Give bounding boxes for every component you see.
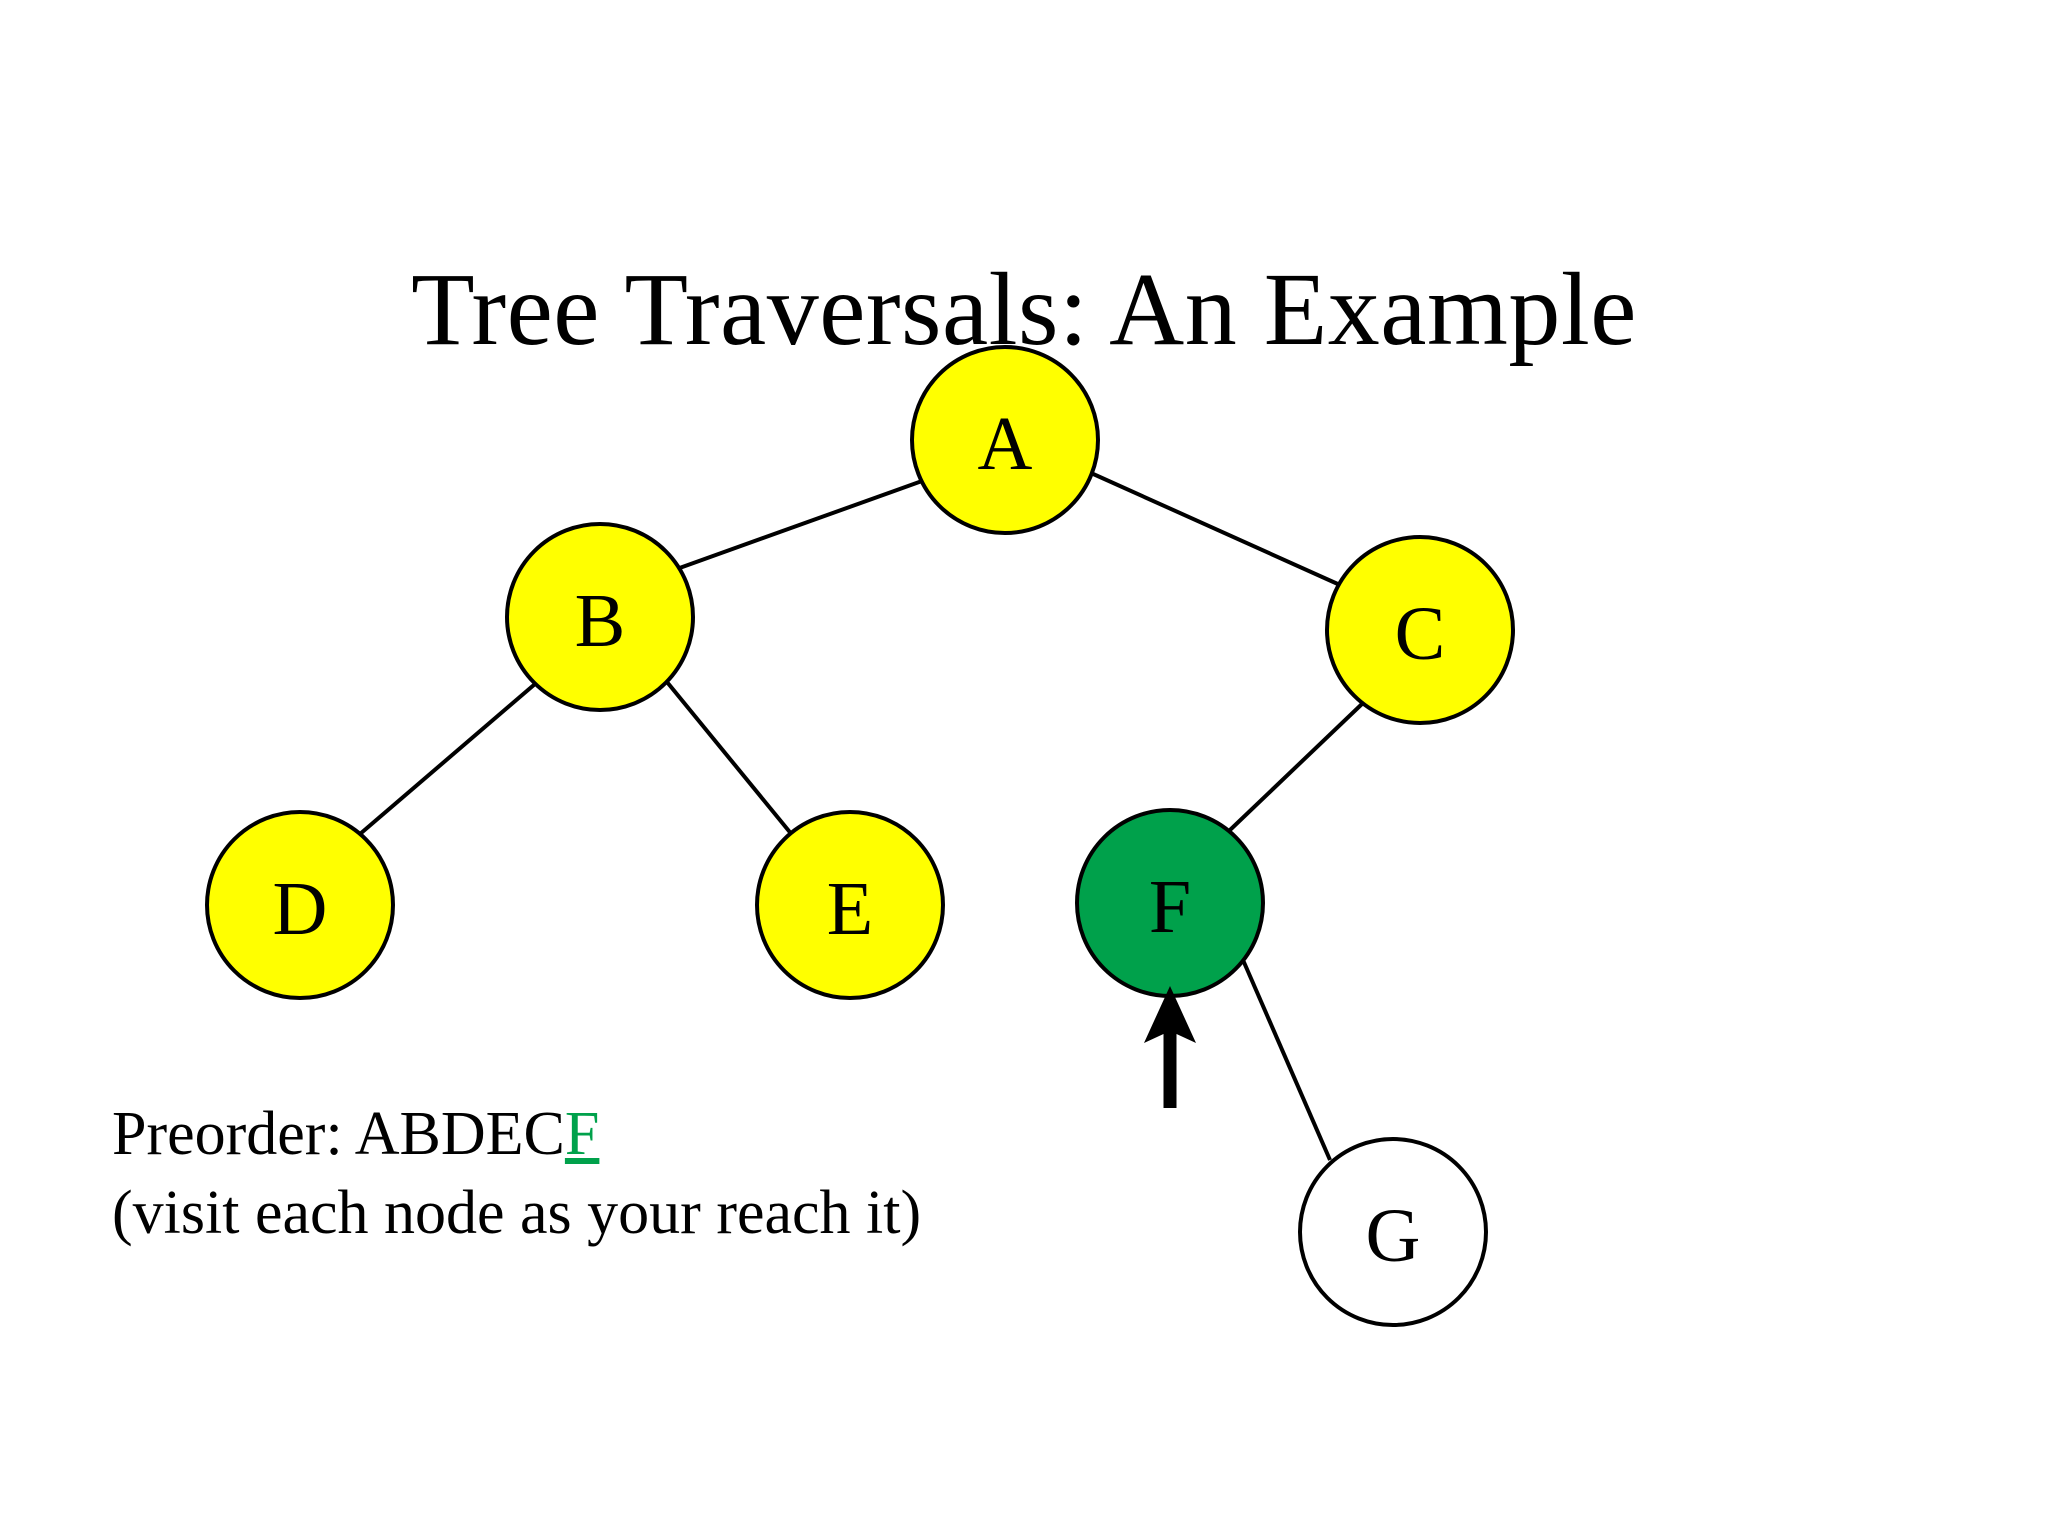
- tree-node-e-label: E: [827, 867, 873, 951]
- tree-node-d[interactable]: D: [205, 810, 395, 1000]
- tree-node-d-label: D: [273, 867, 328, 951]
- tree-node-a-label: A: [978, 402, 1033, 486]
- tree-node-a[interactable]: A: [910, 345, 1100, 535]
- tree-nodes: A B C D E F: [205, 345, 1515, 1327]
- edge-b-d: [358, 682, 537, 836]
- edge-a-c: [1090, 471, 1341, 587]
- tree-node-g-circle[interactable]: [1298, 1137, 1488, 1327]
- arrow-head: [1144, 986, 1196, 1043]
- tree-node-f[interactable]: F: [1075, 808, 1265, 998]
- tree-node-c-circle[interactable]: [1325, 535, 1515, 725]
- tree-node-b-circle[interactable]: [505, 522, 695, 712]
- edge-a-b: [673, 479, 923, 572]
- tree-edges: [358, 471, 1365, 1161]
- tree-node-b[interactable]: B: [505, 522, 695, 712]
- edge-b-e: [665, 680, 795, 838]
- tree-node-d-circle[interactable]: [205, 810, 395, 1000]
- edge-f-g: [1241, 959, 1332, 1161]
- traversal-order-line: Preorder: ABDECF: [112, 1095, 1212, 1174]
- traversal-note-line: (visit each node as your reach it): [112, 1178, 922, 1247]
- current-node-arrow-icon: [1144, 986, 1196, 1108]
- tree-node-b-label: B: [575, 579, 626, 663]
- tree-node-c-label: C: [1395, 592, 1446, 676]
- tree-node-c[interactable]: C: [1325, 535, 1515, 725]
- tree-node-g[interactable]: G: [1298, 1137, 1488, 1327]
- traversal-order-label: Preorder:: [112, 1100, 355, 1168]
- tree-node-f-label: F: [1149, 865, 1191, 949]
- tree-node-a-circle[interactable]: [910, 345, 1100, 535]
- page-title: Tree Traversals: An Example: [411, 251, 1637, 367]
- tree-node-e-circle[interactable]: [755, 810, 945, 1000]
- traversal-order-visited: ABDEC: [354, 1100, 565, 1168]
- traversal-order-current: F: [564, 1100, 600, 1168]
- traversal-caption: Preorder: ABDECF (visit each node as you…: [112, 1095, 1212, 1252]
- tree-node-e[interactable]: E: [755, 810, 945, 1000]
- tree-node-g-label: G: [1366, 1194, 1421, 1278]
- edge-c-f: [1228, 701, 1365, 832]
